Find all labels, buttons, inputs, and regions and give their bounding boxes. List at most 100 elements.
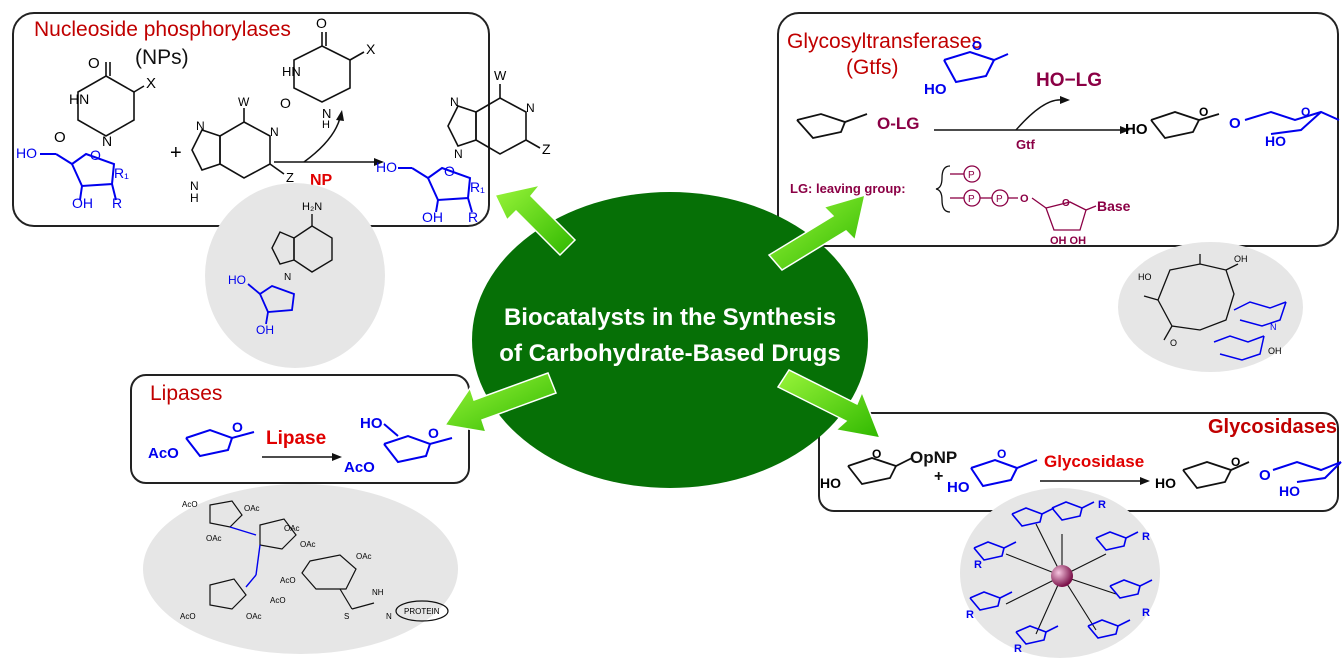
glycosidase-r5: R [966, 609, 974, 621]
gtf-olg-label: O-LG [877, 114, 920, 133]
glycosidase-opnp-label: OpNP [910, 448, 958, 467]
np-example-structure: H₂N N HO OH [228, 201, 333, 337]
glycosidase-r2: R [1142, 531, 1150, 543]
center-title-line2: of Carbohydrate-Based Drugs [499, 340, 841, 367]
gtf-donor-structure [796, 113, 868, 139]
svg-text:O: O [1020, 193, 1029, 205]
np-panel [12, 12, 490, 227]
svg-text:HO: HO [228, 273, 246, 287]
center-title-line1: Biocatalysts in the Synthesis [503, 304, 837, 331]
svg-text:AcO: AcO [182, 500, 198, 509]
np-abbr: (NPs) [135, 46, 189, 69]
gtf-lg-brace [935, 165, 951, 213]
np-substrate-structure: O X HN O N HO O R₁ OH R [16, 55, 156, 211]
gtf-p3: P [996, 194, 1003, 205]
glycosidase-plus: + [934, 468, 944, 485]
svg-text:O: O [1259, 467, 1271, 484]
svg-text:OAc: OAc [300, 540, 316, 549]
svg-text:N: N [526, 101, 535, 115]
gtf-example-structure: HO OH O N OH [1138, 254, 1287, 361]
gtf-acceptor-structure: O HO [924, 38, 1009, 98]
svg-text:OAc: OAc [356, 552, 372, 561]
np-reaction-arrow [274, 110, 384, 166]
gtf-lg-label: LG: leaving group: [790, 181, 906, 196]
svg-text:R₁: R₁ [114, 165, 129, 181]
lipase-example-ellipse [143, 484, 458, 654]
svg-text:OH OH: OH OH [1050, 235, 1086, 247]
svg-text:N: N [454, 147, 463, 161]
svg-text:N: N [196, 119, 205, 133]
svg-text:R: R [468, 209, 478, 225]
svg-text:N: N [322, 106, 331, 121]
lipase-aco-right: AcO [344, 459, 375, 476]
svg-text:O: O [1170, 338, 1177, 348]
arrow-to-glycosidase [776, 369, 882, 439]
glycosidase-enzyme-label: Glycosidase [1044, 452, 1145, 471]
svg-text:W: W [494, 68, 507, 83]
svg-text:O: O [1301, 105, 1310, 119]
svg-text:NH: NH [372, 588, 384, 597]
svg-text:Z: Z [286, 170, 294, 185]
svg-text:HO: HO [1125, 121, 1148, 138]
svg-text:O: O [54, 129, 66, 146]
lipase-example-structure: AcO OAc OAc OAc OAc OAc AcO AcO OAc AcO … [180, 500, 449, 622]
glycosidase-title: Glycosidases [1208, 416, 1337, 438]
lipase-reaction-arrow [262, 453, 342, 461]
np-example-ellipse [205, 183, 385, 368]
gtf-title: Glycosyltransferases [787, 30, 982, 53]
lipase-title: Lipases [150, 382, 223, 405]
svg-text:H: H [322, 119, 330, 131]
svg-text:R₁: R₁ [470, 179, 485, 195]
svg-text:O: O [1231, 455, 1240, 469]
arrow-to-np [493, 183, 577, 257]
svg-text:S: S [344, 612, 349, 621]
svg-text:X: X [146, 75, 156, 92]
glycosidase-r1: R [1098, 499, 1106, 511]
svg-text:O: O [88, 55, 100, 72]
svg-text:HO: HO [820, 475, 841, 491]
lipase-panel [130, 374, 470, 484]
svg-text:O: O [1229, 115, 1241, 132]
lipase-protein-label: PROTEIN [404, 607, 440, 616]
np-product-structure: W N Z N N HO O R₁ OH R [376, 68, 551, 225]
svg-text:O: O [872, 447, 881, 461]
glycosidase-reaction-arrow [1040, 477, 1150, 485]
svg-text:AcO: AcO [180, 612, 196, 621]
svg-text:HO: HO [376, 159, 397, 175]
glycosidase-ho: HO [947, 479, 970, 496]
svg-text:N: N [284, 272, 291, 283]
np-title: Nucleoside phosphorylases [34, 18, 291, 41]
glycosidase-example-structure: R R R R R R [966, 499, 1153, 655]
svg-text:R: R [112, 195, 122, 211]
gtf-p2: P [968, 194, 975, 205]
svg-text:HO: HO [1138, 272, 1152, 282]
svg-text:OH: OH [256, 323, 274, 337]
svg-text:X: X [366, 41, 376, 57]
lipase-substrate-structure: O AcO [148, 419, 255, 462]
svg-text:N: N [190, 179, 199, 193]
svg-text:N: N [386, 612, 392, 621]
svg-text:N: N [450, 95, 459, 109]
svg-text:O: O [1062, 198, 1070, 209]
svg-text:OAc: OAc [206, 534, 222, 543]
svg-text:O: O [428, 425, 439, 441]
svg-text:OAc: OAc [244, 504, 260, 513]
svg-text:N: N [102, 133, 112, 149]
svg-text:O: O [232, 419, 243, 435]
arrow-to-lipase [443, 372, 557, 433]
lipase-ho: HO [360, 415, 383, 432]
gtf-holg-label: HO−LG [1036, 70, 1102, 91]
lipase-aco-left: AcO [148, 445, 179, 462]
center-ellipse [472, 192, 868, 488]
svg-text:O: O [444, 163, 455, 179]
svg-text:N: N [1270, 322, 1277, 332]
svg-text:AcO: AcO [280, 576, 296, 585]
center-title: Biocatalysts in the Synthesis of Carbohy… [470, 300, 870, 372]
svg-text:H₂N: H₂N [302, 201, 322, 213]
svg-text:OH: OH [422, 209, 443, 225]
svg-text:OH: OH [1268, 346, 1282, 356]
svg-text:O: O [280, 95, 291, 111]
gtf-reaction-arrow [934, 96, 1130, 134]
svg-text:HO: HO [1279, 483, 1300, 499]
